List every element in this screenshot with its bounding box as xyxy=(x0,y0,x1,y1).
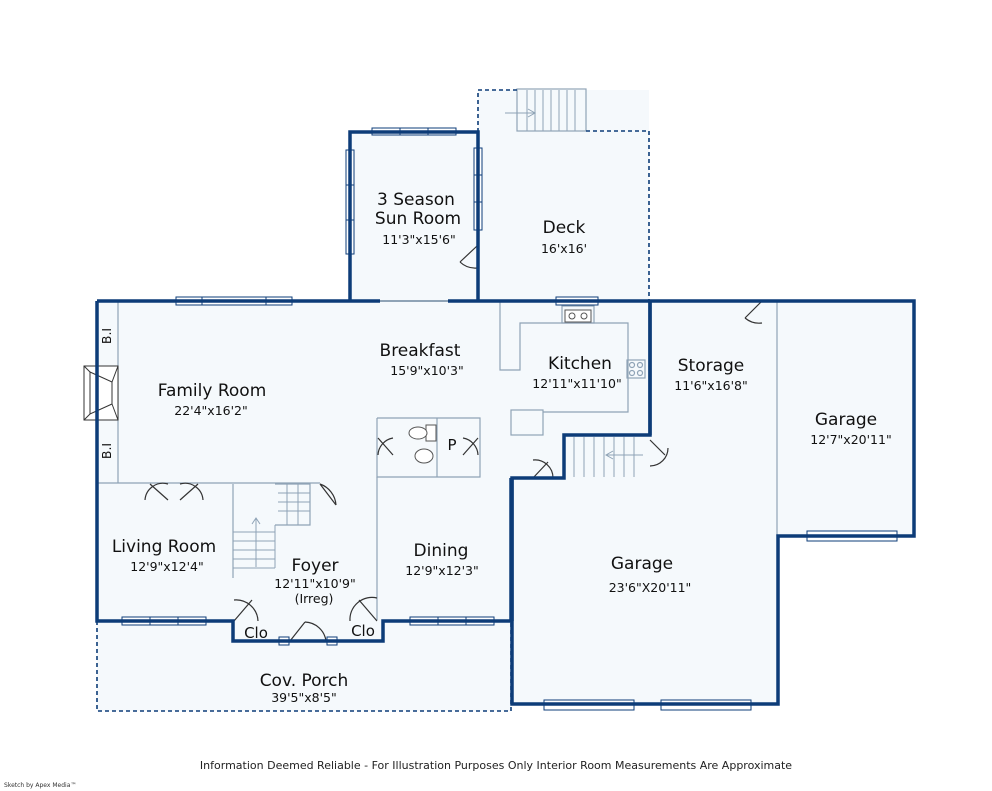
kitchen-dim: 12'11"x11'10" xyxy=(532,376,621,391)
sunroom-floor xyxy=(350,132,478,301)
foyer-note: (Irreg) xyxy=(295,591,334,606)
kitchen-name: Kitchen xyxy=(548,354,612,374)
dining-name: Dining xyxy=(414,541,469,561)
garage2-dim: 12'7"x20'11" xyxy=(810,432,891,447)
garage2-name: Garage xyxy=(815,410,877,430)
disclaimer: Information Deemed Reliable - For Illust… xyxy=(199,759,793,772)
powder-sink xyxy=(414,448,434,464)
closet-left-label: Clo xyxy=(244,624,268,642)
stair-garage xyxy=(573,437,643,477)
room-labels: 3 Season Sun Room 11'3"x15'6" Deck 16'x1… xyxy=(112,190,892,705)
garage2-floor xyxy=(778,301,914,536)
dining-dim: 12'9"x12'3" xyxy=(405,563,479,578)
fixtures xyxy=(408,309,592,464)
closet-right-label: Clo xyxy=(351,622,375,640)
porch-name: Cov. Porch xyxy=(260,671,349,691)
porch-dim: 39'5"x8'5" xyxy=(271,690,337,705)
sunroom-name: 3 Season xyxy=(377,190,455,210)
foyer-dim: 12'11"x10'9" xyxy=(274,576,355,591)
foyer-name: Foyer xyxy=(291,556,338,576)
sunroom-dim: 11'3"x15'6" xyxy=(382,232,456,247)
powder-label: P xyxy=(447,436,456,454)
stairs xyxy=(233,90,643,569)
garage1-dim: 23'6"X20'11" xyxy=(609,580,692,595)
family-dim: 22'4"x16'2" xyxy=(174,403,248,418)
credit: Sketch by Apex Media™ xyxy=(4,782,77,789)
walls xyxy=(95,130,916,706)
living-name: Living Room xyxy=(112,537,216,557)
living-dim: 12'9"x12'4" xyxy=(130,559,204,574)
garage1-name: Garage xyxy=(611,554,673,574)
fireplace xyxy=(83,365,119,421)
breakfast-name: Breakfast xyxy=(380,341,461,361)
deck-floor xyxy=(478,90,649,301)
stair-deck xyxy=(505,90,576,131)
deck-outline xyxy=(477,89,518,132)
breakfast-dim: 15'9"x10'3" xyxy=(390,363,464,378)
porch-floor xyxy=(97,621,511,711)
sunroom-name-2: Sun Room xyxy=(375,209,461,229)
garage1-floor xyxy=(512,478,778,704)
bi-top-label: B.I xyxy=(99,328,114,344)
stair-foyer xyxy=(233,484,310,569)
deck-dim: 16'x16' xyxy=(541,241,587,256)
deck-name: Deck xyxy=(543,218,586,238)
bi-bottom-label: B.I xyxy=(99,443,114,459)
doors xyxy=(144,245,763,642)
family-name: Family Room xyxy=(158,381,267,401)
storage-name: Storage xyxy=(678,356,745,376)
storage-dim: 11'6"x16'8" xyxy=(674,378,748,393)
floor-fills xyxy=(97,90,914,711)
